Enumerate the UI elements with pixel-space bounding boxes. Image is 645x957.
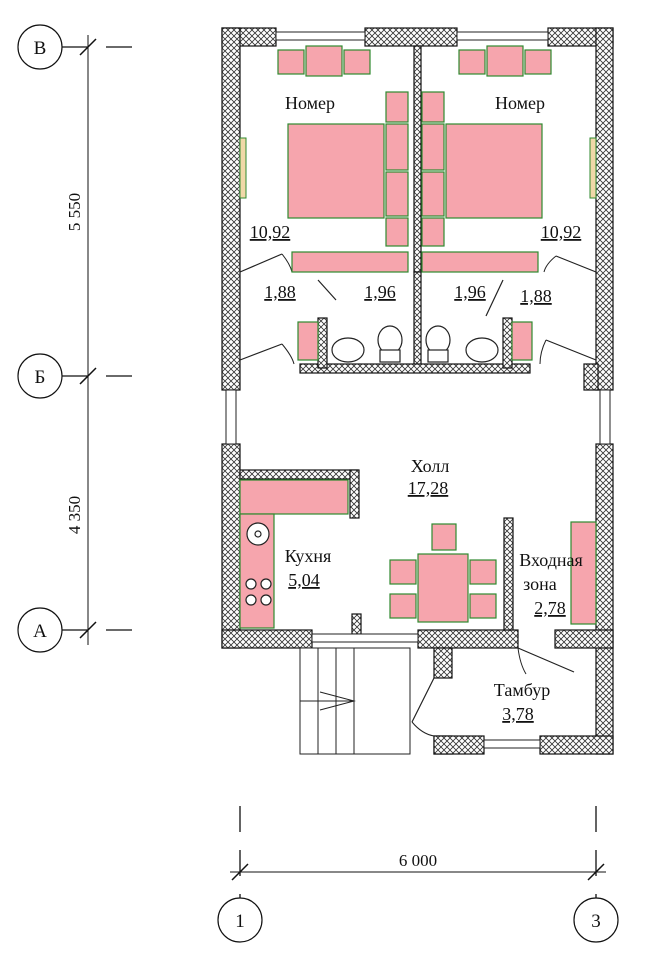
hall-area: 17,28 — [408, 478, 449, 498]
entrance-stairs — [299, 647, 411, 755]
axis-label-row-middle: Б — [35, 367, 46, 388]
room-left-area: 10,92 — [250, 222, 291, 242]
axis-marker-col-right: 3 — [573, 897, 619, 943]
room-left-name: Номер — [285, 93, 335, 113]
wardrobe-right — [421, 251, 539, 273]
bed-right — [445, 123, 543, 219]
corridor-right-area: 1,88 — [520, 286, 552, 306]
axis-label-col-right: 3 — [591, 911, 601, 932]
kitchen-furniture — [239, 479, 349, 629]
corridor-left-area: 1,88 — [264, 282, 296, 302]
axis-label-row-top: В — [34, 38, 47, 59]
entry-wardrobe — [570, 521, 597, 625]
bath-right-area: 1,96 — [454, 282, 486, 302]
room-right-name: Номер — [495, 93, 545, 113]
dining-set — [389, 523, 497, 623]
vestibule-name: Тамбур — [494, 680, 550, 700]
windows — [225, 31, 611, 749]
walls — [221, 27, 614, 755]
bathroom-fixtures — [297, 321, 533, 363]
kitchen-name: Кухня — [285, 546, 332, 566]
kitchen-area: 5,04 — [288, 570, 320, 590]
entry-name-line1: Входная — [519, 550, 583, 570]
furniture-room-left — [239, 45, 409, 273]
furniture-room-right — [421, 45, 597, 273]
entry-name-line2: зона — [523, 574, 557, 594]
axis-marker-row-top: В — [17, 24, 63, 70]
dimension-total-width: 6 000 — [399, 851, 437, 870]
axis-label-col-left: 1 — [235, 911, 245, 932]
vestibule-area: 3,78 — [502, 704, 534, 724]
bath-left-area: 1,96 — [364, 282, 396, 302]
axis-label-row-bottom: А — [33, 621, 47, 642]
axis-lines — [62, 35, 606, 900]
doors — [239, 253, 597, 737]
wardrobe-left — [291, 251, 409, 273]
room-right-area: 10,92 — [541, 222, 582, 242]
dimension-upper-span: 5 550 — [65, 193, 84, 231]
bed-left — [287, 123, 385, 219]
entry-area: 2,78 — [534, 598, 566, 618]
dining-table — [417, 553, 469, 623]
axis-marker-row-middle: Б — [17, 353, 63, 399]
axis-marker-col-left: 1 — [217, 897, 263, 943]
hall-name: Холл — [411, 456, 450, 476]
axis-marker-row-bottom: А — [17, 607, 63, 653]
dimension-lower-span: 4 350 — [65, 496, 84, 534]
